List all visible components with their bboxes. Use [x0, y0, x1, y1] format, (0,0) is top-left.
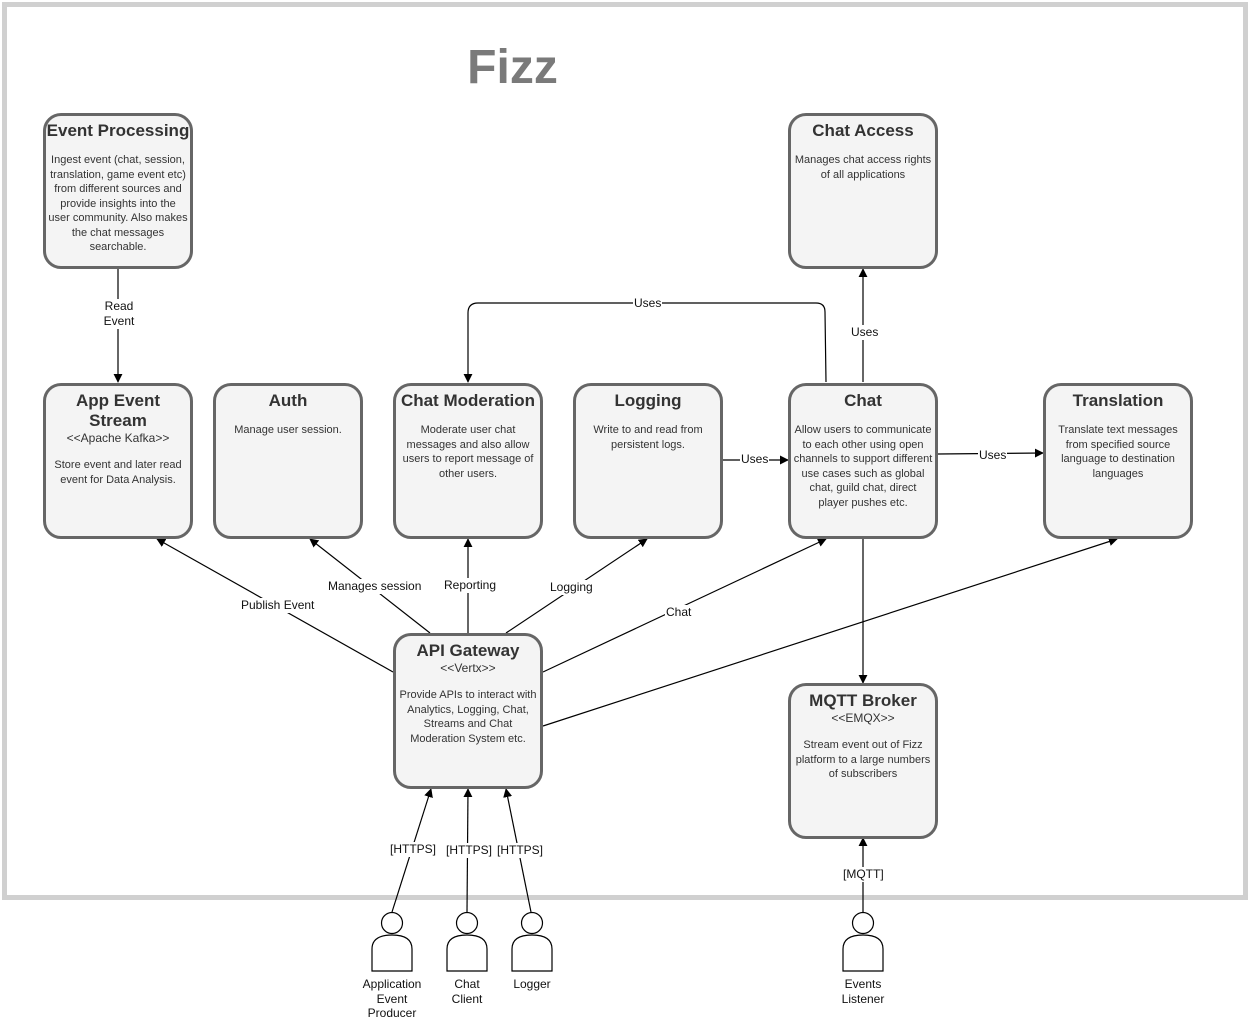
box-description: Manage user session.	[234, 424, 342, 436]
system-boundary	[2, 2, 1248, 900]
person-icon	[842, 911, 884, 972]
actor-label: Application Event Producer	[362, 977, 422, 1020]
box-description: Write to and read from persistent logs.	[593, 424, 703, 451]
label-chat: Chat	[665, 605, 693, 620]
person-icon	[446, 911, 488, 972]
person-icon	[371, 911, 413, 972]
actor-label: Chat Client	[451, 977, 483, 1006]
diagram-title: Fizz	[467, 41, 558, 94]
actor-label: Logger	[513, 977, 551, 991]
box-description: Ingest event (chat, session, translation…	[48, 154, 188, 253]
box-title: MQTT Broker	[809, 691, 917, 710]
person-icon	[511, 911, 553, 972]
actor-app-event-producer[interactable]: Application Event Producer	[352, 911, 432, 1021]
box-description: Stream event out of Fizz platform to a l…	[795, 739, 931, 780]
label-https-3: [HTTPS]	[496, 843, 545, 858]
actor-chat-client[interactable]: Chat Client	[427, 911, 507, 1006]
api-gateway-box[interactable]: API Gateway <<Vertx>> Provide APIs to in…	[393, 633, 543, 789]
label-uses-logging: Uses	[740, 452, 770, 467]
actor-logger[interactable]: Logger	[492, 911, 572, 992]
label-mqtt: [MQTT]	[842, 867, 885, 882]
label-uses-access: Uses	[850, 325, 880, 340]
chat-access-box[interactable]: Chat Access Manages chat access rights o…	[788, 113, 938, 269]
logging-box[interactable]: Logging Write to and read from persisten…	[573, 383, 723, 539]
box-description: Moderate user chat messages and also all…	[402, 424, 534, 480]
box-title: API Gateway	[416, 641, 520, 660]
translation-box[interactable]: Translation Translate text messages from…	[1043, 383, 1193, 539]
box-description: Store event and later read event for Dat…	[54, 459, 182, 486]
label-https-2: [HTTPS]	[445, 843, 494, 858]
box-description: Provide APIs to interact with Analytics,…	[399, 689, 537, 745]
box-title: Translation	[1072, 391, 1164, 410]
box-description: Allow users to communicate to each other…	[793, 424, 933, 509]
label-publish-event: Publish Event	[240, 598, 316, 613]
box-description: Manages chat access rights of all applic…	[794, 154, 932, 181]
app-event-stream-box[interactable]: App Event Stream <<Apache Kafka>> Store …	[43, 383, 193, 539]
label-uses-translation: Uses	[978, 448, 1008, 463]
auth-box[interactable]: Auth Manage user session.	[213, 383, 363, 539]
chat-box[interactable]: Chat Allow users to communicate to each …	[788, 383, 938, 539]
mqtt-broker-box[interactable]: MQTT Broker <<EMQX>> Stream event out of…	[788, 683, 938, 839]
box-stereotype: <<EMQX>>	[831, 711, 895, 725]
box-stereotype: <<Vertx>>	[440, 661, 496, 675]
event-processing-box[interactable]: Event Processing Ingest event (chat, ses…	[43, 113, 193, 269]
box-title: Chat Moderation	[400, 391, 536, 410]
label-https-1: [HTTPS]	[389, 842, 438, 857]
box-title: Chat	[844, 391, 882, 410]
box-title: Logging	[614, 391, 682, 410]
box-title: Auth	[268, 391, 308, 410]
box-title: App Event Stream	[75, 391, 161, 430]
label-read-event: Read Event	[96, 299, 142, 329]
label-reporting: Reporting	[443, 578, 498, 593]
actor-events-listener[interactable]: Events Listener	[823, 911, 903, 1006]
actor-label: Events Listener	[841, 977, 885, 1006]
box-description: Translate text messages from specified s…	[1058, 424, 1178, 480]
label-logging: Logging	[549, 580, 594, 595]
chat-moderation-box[interactable]: Chat Moderation Moderate user chat messa…	[393, 383, 543, 539]
label-manages-session: Manages session	[327, 579, 423, 594]
edge-translation	[542, 537, 1118, 727]
edge-chat-uses-moderation	[463, 302, 827, 383]
box-stereotype: <<Apache Kafka>>	[66, 431, 170, 445]
label-uses-moderation: Uses	[633, 296, 663, 311]
box-title: Chat Access	[812, 121, 914, 140]
box-title: Event Processing	[46, 121, 190, 140]
